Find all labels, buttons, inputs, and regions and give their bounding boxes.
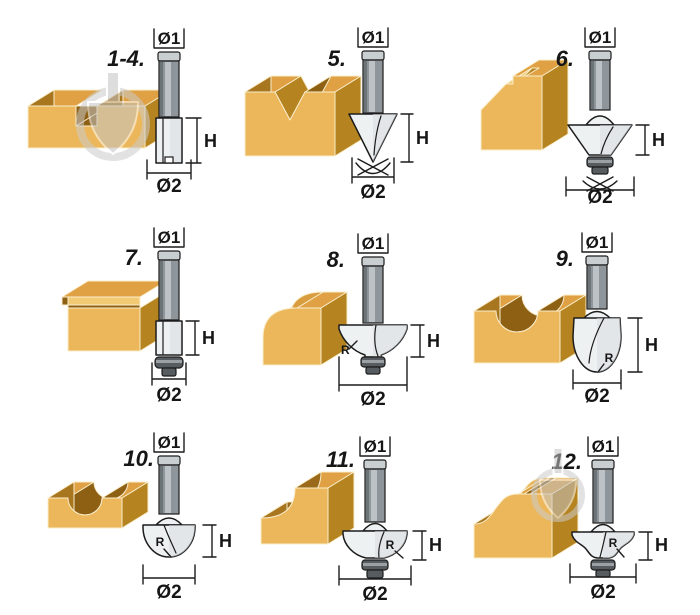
- diagram-cell-9: 9. Ø1 R H Ø2: [466, 205, 700, 410]
- item-number-label: 8.: [327, 247, 345, 272]
- router-bit-v-groove: [348, 50, 398, 176]
- dimension-annotations: Ø1 R H Ø2: [572, 232, 658, 407]
- bearing-screw: [365, 366, 381, 375]
- wood-block-roundover: [262, 291, 348, 366]
- diagram-cell-10: 10. Ø1 R H Ø2: [0, 410, 233, 615]
- item-number-label: 9.: [556, 246, 574, 271]
- item-number-label: 12.: [551, 449, 582, 474]
- cut-height-label: H: [416, 128, 429, 148]
- cut-height-label: H: [427, 331, 440, 351]
- diagram-cell-7: 7. Ø1 H Ø2: [0, 205, 233, 410]
- router-bit-core-box: [142, 455, 196, 558]
- bearing-screw: [161, 367, 177, 377]
- cut-diameter-label: Ø2: [360, 182, 385, 203]
- dimension-annotations: Ø1 H Ø2: [146, 28, 217, 197]
- dimension-annotations: Ø1 H Ø2: [151, 227, 215, 406]
- wood-block-cove-channel: [47, 481, 149, 529]
- radius-label: R: [609, 536, 618, 550]
- radius-label: R: [605, 351, 614, 365]
- radius-label: R: [156, 535, 165, 549]
- bearing-screw: [595, 569, 611, 578]
- wood-block-flush-trim: [61, 280, 167, 352]
- cut-height-label: H: [202, 328, 215, 348]
- radius-label: R: [386, 538, 395, 552]
- dimension-annotations: Ø1 H Ø2: [351, 27, 429, 203]
- cut-height-label: H: [429, 535, 442, 555]
- cut-diameter-label: Ø2: [362, 584, 387, 605]
- item-number-label: 1-4.: [107, 46, 145, 71]
- diagram-cell-5: 5. Ø1 H Ø2: [233, 0, 466, 205]
- cut-height-label: H: [645, 335, 658, 355]
- shank-diameter-label: Ø1: [364, 437, 387, 456]
- cut-diameter-label: Ø2: [156, 176, 181, 197]
- dimension-annotations: Ø1 R H Ø2: [338, 233, 440, 410]
- router-bit-roundover: [338, 256, 408, 375]
- cut-height-label: H: [655, 535, 668, 555]
- cut-height-label: H: [652, 130, 665, 150]
- shank-diameter-label: Ø1: [158, 29, 181, 48]
- cut-diameter-label: Ø2: [156, 385, 181, 406]
- item-number-label: 5.: [328, 46, 346, 71]
- dimension-annotations: Ø1 R H Ø2: [142, 432, 232, 603]
- wood-block-cove-edge: [260, 471, 355, 545]
- wood-block-ogee: [473, 477, 579, 559]
- cut-diameter-label: Ø2: [360, 389, 385, 410]
- shank-diameter-label: Ø1: [362, 234, 385, 253]
- router-bit-straight: [155, 51, 183, 164]
- shank-diameter-label: Ø1: [592, 437, 615, 456]
- bit-shank-cap: [157, 455, 181, 466]
- wood-block-v-groove: [244, 75, 362, 157]
- cut-height-label: H: [219, 531, 232, 551]
- diagram-cell-1-4: 1-4. Ø1 H Ø2: [0, 0, 233, 205]
- dimension-annotations: Ø1 R H Ø2: [569, 436, 668, 603]
- router-bit-core-box: [572, 255, 622, 373]
- router-bit-ogee: [571, 459, 635, 578]
- cut-diameter-label: Ø2: [584, 386, 609, 407]
- shank-diameter-label: Ø1: [589, 28, 612, 47]
- dimension-annotations: Ø1 H Ø2: [565, 27, 665, 208]
- diagram-cell-6: 6. Ø1 H Ø2: [466, 0, 700, 208]
- diagram-cell-11: 11. Ø1 R H Ø: [233, 410, 466, 615]
- diagram-cell-12: 12. Ø1 R H Ø: [466, 410, 700, 615]
- radius-label: R: [341, 343, 350, 357]
- diagram-cell-8: 8. Ø1 R H Ø2: [233, 205, 466, 410]
- shank-diameter-label: Ø1: [362, 28, 385, 47]
- cut-diameter-label: Ø2: [587, 187, 612, 208]
- wood-block-chamfer: [480, 59, 569, 151]
- bearing-screw: [366, 569, 384, 579]
- cut-diameter-label: Ø2: [590, 582, 615, 603]
- item-number-label: 7.: [125, 245, 143, 270]
- router-bit-cove: [342, 459, 408, 579]
- item-number-label: 6.: [556, 46, 574, 71]
- bit-shank-cap: [585, 255, 609, 266]
- bit-shank-cap: [588, 50, 612, 61]
- wood-block-dado: [27, 89, 172, 149]
- cut-height-label: H: [204, 131, 217, 151]
- bearing-screw: [591, 166, 609, 175]
- bit-shank-cap: [157, 51, 181, 62]
- shank-diameter-label: Ø1: [586, 233, 609, 252]
- shank-diameter-label: Ø1: [158, 433, 181, 452]
- dimension-annotations: Ø1 R H Ø2: [338, 436, 442, 605]
- item-number-label: 10.: [123, 446, 154, 471]
- bit-shank-cap: [591, 459, 615, 470]
- item-number-label: 11.: [326, 447, 355, 472]
- shank-diameter-label: Ø1: [158, 228, 181, 247]
- bit-shank-cap: [157, 250, 181, 261]
- cut-sweep-arc: [355, 158, 391, 176]
- bit-shank-cap: [363, 459, 387, 470]
- bit-shank-cap: [361, 256, 385, 267]
- cut-sweep-arc: [582, 176, 618, 192]
- wood-block-cove-channel: [473, 294, 587, 364]
- cut-diameter-label: Ø2: [156, 582, 181, 603]
- router-bit-flush-trim: [154, 250, 184, 377]
- bit-shank-cap: [361, 50, 385, 61]
- router-bit-chamfer: [567, 50, 633, 192]
